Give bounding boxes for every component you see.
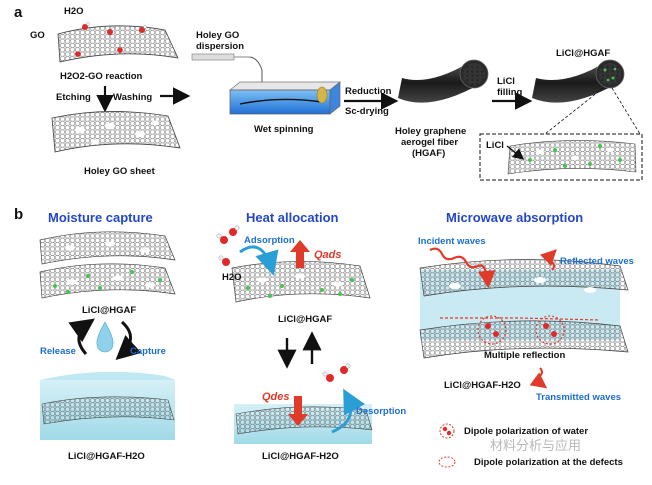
- washing-label: Washing: [113, 92, 153, 103]
- legend-water-label: Dipole polarization of water: [464, 426, 589, 437]
- release-arrow: [68, 318, 95, 355]
- moisture-sheet-licl: [39, 263, 176, 299]
- capture-label: Capture: [130, 346, 166, 357]
- etching-label: Etching: [56, 92, 91, 103]
- dispersion-label-1: Holey GO: [196, 30, 240, 41]
- licl-hgaf-label: LiCl@HGAF: [556, 48, 611, 59]
- licl-label: LiCl: [486, 140, 504, 151]
- legend-water-icon: [439, 423, 455, 439]
- transmitted-wave-icon: [529, 367, 548, 389]
- hgaf-label-1: Holey graphene: [395, 126, 467, 137]
- reaction-label: H2O2-GO reaction: [60, 71, 143, 82]
- zoom-box: [479, 133, 643, 181]
- licl-hgaf-fiber: [532, 59, 625, 103]
- reduction-label: Reduction: [345, 86, 392, 97]
- incident-wave-icon: [429, 247, 496, 289]
- legend-defects-label: Dipole polarization at the defects: [474, 457, 623, 468]
- wet-spinning-label: Wet spinning: [254, 124, 314, 135]
- q-des-arrow: [288, 396, 308, 426]
- licl-filling-label-2: filling: [497, 87, 523, 98]
- holey-go-sheet-label: Holey GO sheet: [84, 166, 155, 177]
- moisture-top-label: LiCl@HGAF: [82, 305, 137, 316]
- capture-arrow: [115, 320, 142, 361]
- incident-label: Incident waves: [418, 236, 486, 247]
- transmitted-label: Transmitted waves: [536, 392, 622, 403]
- hgaf-fiber: [398, 59, 489, 103]
- heat-water-box: [234, 404, 373, 444]
- hgaf-label-2: aerogel fiber: [401, 137, 459, 148]
- watermark: 材料分析与应用: [490, 438, 582, 453]
- h2o-desorb-icon: [322, 363, 351, 382]
- moisture-title: Moisture capture: [48, 210, 153, 225]
- desorption-label: Desorption: [356, 406, 407, 417]
- q-ads-arrow: [290, 240, 310, 268]
- syringe-icon: [191, 53, 263, 84]
- desorption-arrow: [331, 388, 366, 434]
- reflected-wave-icon: [539, 249, 557, 271]
- heat-h2o-label: H2O: [222, 272, 242, 283]
- q-ads-label: Qads: [314, 249, 342, 261]
- legend-defect-icon: [438, 456, 456, 468]
- hgaf-label-3: (HGAF): [412, 148, 446, 159]
- water-droplet-icon: [96, 321, 114, 353]
- go-sheet: [57, 22, 179, 63]
- microwave-title: Microwave absorption: [446, 210, 584, 225]
- heat-top-label: LiCl@HGAF: [278, 314, 333, 325]
- release-label: Release: [40, 346, 76, 357]
- sc-drying-label: Sc-drying: [345, 106, 389, 117]
- q-des-label: Qdes: [262, 391, 290, 403]
- h2o-molecule-icon: [216, 225, 240, 266]
- microwave-stack: [419, 259, 629, 359]
- holey-go-sheet: [51, 111, 181, 153]
- dispersion-label-2: dispersion: [196, 41, 245, 52]
- licl-zoom-sheet: [507, 140, 637, 175]
- h2o-label: H2O: [64, 6, 84, 17]
- wet-spinning-bath: [229, 81, 341, 115]
- adsorption-arrow: [239, 245, 279, 276]
- moisture-bottom-label: LiCl@HGAF-H2O: [68, 451, 145, 462]
- go-label: GO: [30, 30, 45, 41]
- reflected-label: Reflected waves: [560, 256, 634, 267]
- licl-filling-label-1: LiCl: [497, 76, 515, 87]
- panel-a-letter: a: [14, 4, 23, 21]
- moisture-water-box: [40, 371, 175, 440]
- moisture-sheet-top: [39, 231, 176, 265]
- adsorption-label: Adsorption: [244, 235, 295, 246]
- heat-bottom-label: LiCl@HGAF-H2O: [262, 451, 339, 462]
- microwave-label: LiCl@HGAF-H2O: [444, 380, 521, 391]
- panel-b-letter: b: [14, 206, 24, 223]
- heat-title: Heat allocation: [246, 210, 339, 225]
- multiple-reflection-label: Multiple reflection: [484, 350, 566, 361]
